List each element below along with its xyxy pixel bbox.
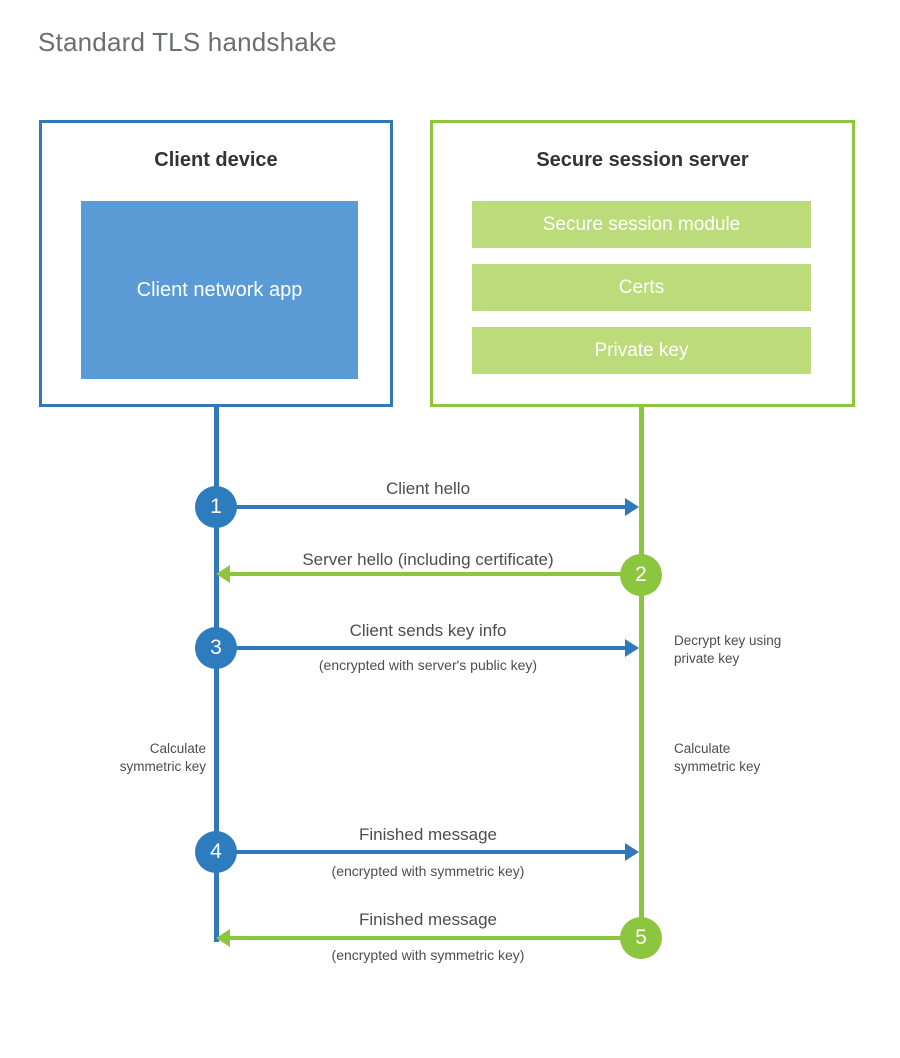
step-3-arrow-head — [625, 639, 639, 657]
client-lifeline — [214, 404, 219, 942]
annotation-server-calc-line1: Calculate — [674, 741, 731, 756]
step-4-circle: 4 — [195, 831, 237, 873]
page-title: Standard TLS handshake — [38, 27, 337, 57]
step-2-arrow-head — [216, 565, 230, 583]
server-block-certs: Certs — [472, 264, 811, 311]
annotation-server-calc-line2: symmetric key — [674, 759, 761, 775]
step-2-arrow-line — [230, 572, 641, 576]
step-4-sublabel: (encrypted with symmetric key) — [331, 863, 525, 879]
step-1-circle: 1 — [195, 486, 237, 528]
annotation-decrypt-key-line1: Decrypt key using — [674, 633, 782, 648]
step-5-arrow-line — [230, 936, 641, 940]
step-1-arrow-line — [216, 505, 625, 509]
server-lifeline — [639, 404, 644, 942]
server-block-secure-session-module: Secure session module — [472, 201, 811, 248]
annotation-decrypt-key: Decrypt key using private key — [674, 632, 864, 668]
step-2-label: Server hello (including certificate) — [302, 550, 554, 569]
annotation-client-calc-line2: symmetric key — [119, 759, 206, 775]
annotation-client-calc-line1: Calculate — [149, 741, 206, 756]
step-3-arrow-line — [216, 646, 625, 650]
secure-session-server-title: Secure session server — [536, 149, 749, 171]
annotation-server-calculate-symmetric-key: Calculate symmetric key — [674, 740, 864, 776]
step-4-label: Finished message — [359, 825, 497, 844]
step-2-circle: 2 — [620, 554, 662, 596]
step-5-arrow-head — [216, 929, 230, 947]
annotation-decrypt-key-line2: private key — [674, 651, 740, 667]
step-3-sublabel: (encrypted with server's public key) — [318, 657, 538, 673]
step-1-arrow-head — [625, 498, 639, 516]
secure-session-server-box: Secure session server Secure session mod… — [430, 120, 855, 407]
annotation-client-calculate-symmetric-key: Calculate symmetric key — [20, 740, 206, 776]
step-3-circle: 3 — [195, 627, 237, 669]
step-5-sublabel: (encrypted with symmetric key) — [331, 947, 525, 963]
step-5-circle: 5 — [620, 917, 662, 959]
server-block-private-key: Private key — [472, 327, 811, 374]
step-4-arrow-head — [625, 843, 639, 861]
client-network-app-block: Client network app — [81, 201, 358, 379]
step-4-arrow-line — [216, 850, 625, 854]
step-3-label: Client sends key info — [349, 621, 507, 640]
step-5-label: Finished message — [359, 910, 497, 929]
client-device-title: Client device — [154, 149, 278, 171]
step-1-label: Client hello — [385, 479, 471, 498]
client-device-box: Client device Client network app — [39, 120, 393, 407]
